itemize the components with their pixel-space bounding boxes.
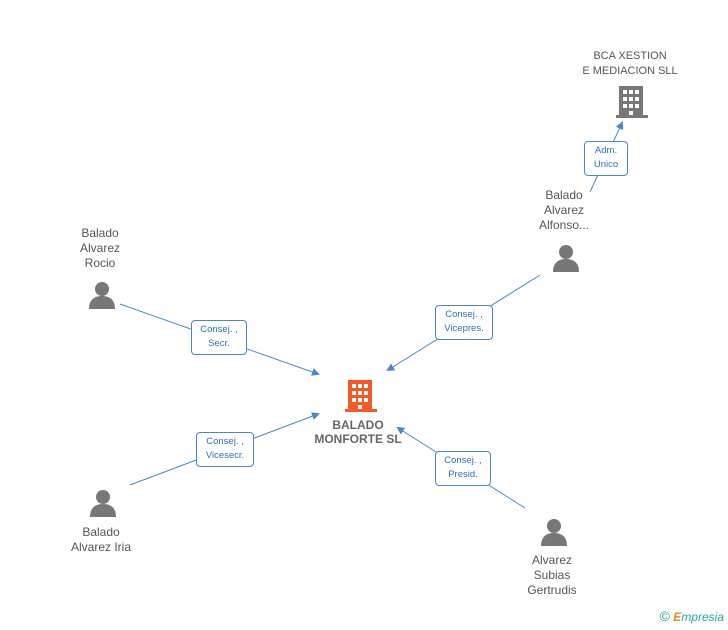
person-rocio-line1: Balado: [81, 226, 119, 240]
center-company-label[interactable]: BALADO MONFORTE SL: [298, 418, 418, 446]
person-iria-line1: Balado: [82, 525, 120, 539]
person-gertrudis-line2: Subias: [533, 568, 571, 582]
role-badge-rocio[interactable]: Consej. , Secr.: [191, 320, 247, 355]
role-rocio-line2: Secr.: [208, 338, 230, 349]
person-rocio-label[interactable]: Balado Alvarez Rocio: [50, 226, 150, 271]
person-icon[interactable]: [552, 244, 580, 272]
person-icon[interactable]: [540, 518, 568, 546]
brand-footer[interactable]: © Empresia: [660, 608, 724, 624]
person-icon[interactable]: [89, 489, 117, 517]
role-badge-gertrudis[interactable]: Consej. , Presid.: [435, 451, 491, 486]
person-alfonso-label[interactable]: Balado Alvarez Alfonso...: [514, 188, 614, 233]
brand-logo-initial: E: [673, 610, 682, 624]
person-gertrudis-label[interactable]: Alvarez Subias Gertrudis: [502, 553, 602, 598]
copyright-icon: ©: [659, 608, 670, 624]
role-iria-line2: Vicesecr.: [205, 450, 245, 461]
role-badge-alfonso[interactable]: Consej. , Vicepres.: [435, 305, 493, 340]
brand-logo-text: mpresia: [681, 610, 724, 624]
company-bca-label-line2: E MEDIACION SLL: [582, 65, 678, 77]
role-gertrudis-line2: Presid.: [448, 469, 478, 480]
person-alfonso-line1: Balado: [545, 188, 583, 202]
role-alfonso-line2: Vicepres.: [444, 323, 484, 334]
role-alfonso-bca-line2: Unico: [593, 159, 619, 170]
role-gertrudis-line1: Consej. ,: [444, 455, 482, 466]
person-gertrudis-line1: Alvarez: [531, 553, 572, 567]
center-company-label-line2: MONFORTE SL: [314, 432, 402, 446]
role-rocio-line1: Consej. ,: [200, 324, 238, 335]
person-iria-label[interactable]: Balado Alvarez Iria: [51, 525, 151, 555]
person-gertrudis-line3: Gertrudis: [527, 583, 577, 597]
center-company-label-line1: BALADO: [332, 418, 384, 432]
company-bca-label[interactable]: BCA XESTION E MEDIACION SLL: [570, 49, 690, 79]
person-rocio-line2: Alvarez: [79, 241, 120, 255]
role-badge-iria[interactable]: Consej. , Vicesecr.: [196, 432, 254, 467]
person-rocio-line3: Rocio: [84, 256, 116, 270]
building-icon[interactable]: [345, 378, 377, 414]
building-icon[interactable]: [616, 84, 648, 120]
role-badge-alfonso-bca[interactable]: Adm. Unico: [584, 141, 628, 176]
person-icon[interactable]: [88, 281, 116, 309]
role-alfonso-line1: Consej. ,: [445, 309, 483, 320]
role-iria-line1: Consej. ,: [206, 436, 244, 447]
role-alfonso-bca-line1: Adm.: [594, 145, 618, 156]
company-bca-label-line1: BCA XESTION: [593, 50, 667, 62]
person-alfonso-line2: Alvarez: [543, 203, 584, 217]
person-alfonso-line3: Alfonso...: [538, 218, 590, 232]
person-iria-line2: Alvarez Iria: [70, 540, 132, 554]
